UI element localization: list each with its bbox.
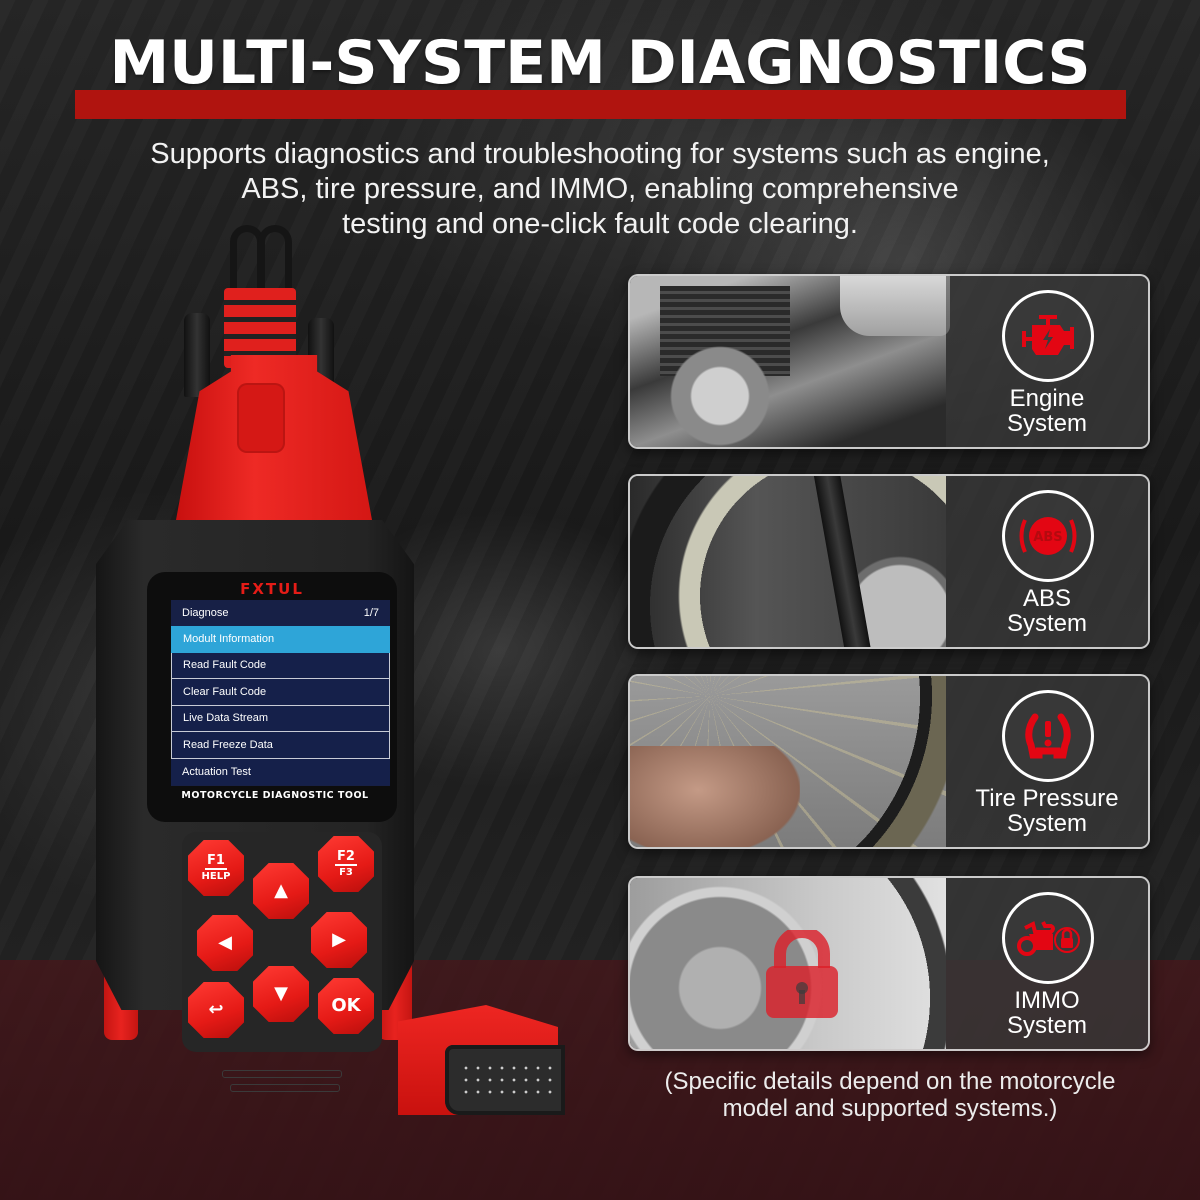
footnote: (Specific details depend on the motorcyc… — [600, 1068, 1180, 1122]
connector-screw-left — [184, 313, 210, 397]
menu-item-clear-fault-code[interactable]: Clear Fault Code — [171, 679, 390, 706]
feature-label-line: System — [1006, 410, 1087, 437]
feature-label: Tire Pressure System — [946, 786, 1148, 836]
f2-f3-key[interactable]: F2 F3 — [318, 836, 374, 892]
page-indicator: 1/7 — [363, 607, 379, 619]
feature-label: Engine System — [946, 386, 1148, 436]
subtitle: Supports diagnostics and troubleshooting… — [60, 137, 1140, 242]
f1-label: F1 — [205, 852, 227, 870]
card-info: Engine System — [946, 276, 1148, 447]
card-info: IMMO System — [946, 878, 1148, 1049]
back-key[interactable]: ↩ — [188, 982, 244, 1038]
icon-ring — [1002, 690, 1094, 782]
subtitle-line: testing and one-click fault code clearin… — [342, 208, 858, 240]
menu-item-modul-information[interactable]: Modult Information — [171, 626, 390, 653]
motorcycle-lock-icon — [1017, 921, 1080, 956]
abs-warning-icon: ABS — [1019, 517, 1077, 555]
vent-slot — [222, 1070, 342, 1078]
device-screen: Diagnose 1/7 Modult Information Read Fau… — [171, 600, 390, 786]
left-key[interactable]: ◀ — [197, 915, 253, 971]
brand-logo: FXTUL — [240, 580, 304, 598]
feature-label-line: System — [1006, 610, 1087, 637]
cable-loop — [258, 225, 292, 295]
arrow-left-icon: ◀ — [218, 932, 232, 953]
feature-label-line: Tire Pressure — [975, 785, 1119, 812]
engine-warning-icon — [1022, 315, 1074, 355]
subtitle-line: Supports diagnostics and troubleshooting… — [150, 138, 1050, 170]
feature-label: ABS System — [946, 586, 1148, 636]
vent-slot — [230, 1084, 340, 1092]
abs-brake-photo — [630, 476, 946, 647]
help-label: HELP — [201, 870, 231, 882]
svg-text:ABS: ABS — [1033, 530, 1062, 545]
feature-label-line: ABS — [1022, 585, 1072, 612]
feature-card-immo: IMMO System — [628, 876, 1150, 1051]
subtitle-line: ABS, tire pressure, and IMMO, enabling c… — [241, 173, 959, 205]
down-key[interactable]: ▼ — [253, 966, 309, 1022]
ok-key[interactable]: OK — [318, 978, 374, 1034]
card-info: Tire Pressure System — [946, 676, 1148, 847]
feature-label-line: Engine — [1009, 385, 1085, 412]
padlock-overlay-icon — [766, 930, 838, 1018]
icon-ring — [1002, 290, 1094, 382]
f1-help-key[interactable]: F1 HELP — [188, 840, 244, 896]
footnote-line: (Specific details depend on the motorcyc… — [664, 1068, 1116, 1095]
tire-inflation-photo — [630, 676, 946, 847]
menu-item-read-fault-code[interactable]: Read Fault Code — [171, 652, 390, 679]
menu-item-live-data-stream[interactable]: Live Data Stream — [171, 705, 390, 732]
obd-pins — [460, 1062, 560, 1096]
feature-card-tire-pressure: Tire Pressure System — [628, 674, 1150, 849]
menu-item-read-freeze-data[interactable]: Read Freeze Data — [171, 732, 390, 759]
ok-label: OK — [331, 995, 361, 1016]
screen-title: Diagnose — [182, 607, 229, 619]
page-title: MULTI-SYSTEM DIAGNOSTICS — [109, 28, 1091, 98]
model-label: MOTORCYCLE DIAGNOSTIC TOOL — [181, 790, 369, 801]
title-red-bar — [75, 90, 1126, 119]
card-info: ABS ABS System — [946, 476, 1148, 647]
f3-label: F3 — [339, 866, 353, 878]
feature-label-line: System — [1006, 810, 1087, 837]
connector-grip — [237, 383, 285, 453]
arrow-right-icon: ▶ — [332, 929, 346, 950]
menu-item-actuation-test[interactable]: Actuation Test — [171, 758, 390, 785]
feature-label-line: System — [1006, 1012, 1087, 1039]
connector-strain-relief — [224, 288, 296, 368]
engine-photo — [630, 276, 950, 447]
arrow-down-icon: ▼ — [274, 983, 288, 1004]
up-key[interactable]: ▲ — [253, 863, 309, 919]
feature-card-abs: ABS ABS System — [628, 474, 1150, 649]
arrow-up-icon: ▲ — [274, 880, 288, 901]
footnote-line: model and supported systems.) — [722, 1095, 1058, 1122]
tire-pressure-warning-icon — [1025, 713, 1071, 759]
feature-card-engine: Engine System — [628, 274, 1150, 449]
feature-label: IMMO System — [946, 988, 1148, 1038]
icon-ring — [1002, 892, 1094, 984]
right-key[interactable]: ▶ — [311, 912, 367, 968]
f2-label: F2 — [335, 848, 357, 866]
immo-disc-lock-photo — [630, 878, 946, 1049]
icon-ring: ABS — [1002, 490, 1094, 582]
screen-header: Diagnose 1/7 — [171, 600, 390, 626]
back-arrow-icon: ↩ — [208, 999, 224, 1020]
feature-label-line: IMMO — [1014, 987, 1080, 1014]
